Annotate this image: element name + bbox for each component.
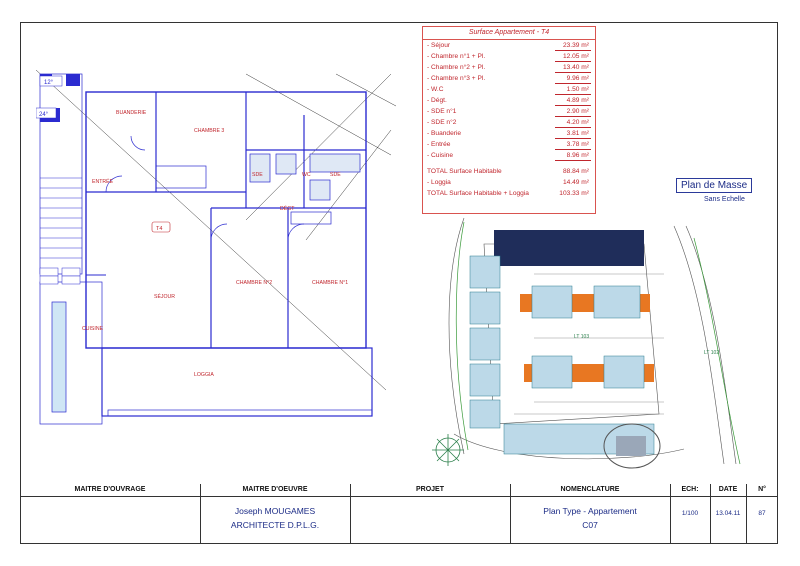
dim-label-1: 12° bbox=[44, 80, 54, 86]
surface-row-label: - Chambre n°3 + Pl. bbox=[427, 75, 486, 82]
surface-total-row: - Loggia 14.49 m² bbox=[423, 177, 595, 188]
surface-row: - W.C 1.50 m² bbox=[423, 84, 595, 95]
surface-row: - SDE n°2 4.20 m² bbox=[423, 117, 595, 128]
header-ech: ECH: bbox=[670, 484, 710, 497]
surface-row: - Chambre n°1 + Pl. 12.05 m² bbox=[423, 51, 595, 62]
sheet-number: 87 bbox=[758, 510, 766, 517]
plan-name: Plan Type - Appartement bbox=[543, 506, 637, 516]
surface-row-label: - W.C bbox=[427, 86, 444, 93]
surface-total-value: 88.84 m² bbox=[562, 168, 589, 175]
surface-row-value: 2.90 m² bbox=[566, 108, 589, 115]
plan-code: C07 bbox=[582, 520, 598, 530]
surface-table-title: Surface Appartement - T4 bbox=[423, 27, 595, 40]
surface-total-row: TOTAL Surface Habitable + Loggia 103.33 m… bbox=[423, 188, 595, 199]
header-maitre-ouvrage: MAITRE D'OUVRAGE bbox=[20, 484, 200, 497]
surface-row: - Cuisine 8.96 m² bbox=[423, 150, 595, 161]
surface-row: - SDE n°1 2.90 m² bbox=[423, 106, 595, 117]
surface-row-label: - Dégt. bbox=[427, 97, 447, 104]
surface-total-value: 103.33 m² bbox=[559, 190, 589, 197]
surface-total-value: 14.49 m² bbox=[562, 179, 589, 186]
plan-de-masse-subtitle: Sans Echelle bbox=[704, 196, 745, 203]
surface-row-value: 3.81 m² bbox=[566, 130, 589, 137]
surface-row: - Chambre n°3 + Pl. 9.96 m² bbox=[423, 73, 595, 84]
surface-total-label: - Loggia bbox=[427, 179, 451, 186]
surface-row-label: - Buanderie bbox=[427, 130, 462, 137]
surface-table: Surface Appartement - T4 - Séjour 23.39 m… bbox=[422, 26, 596, 214]
site-label-lt103: LT 103 bbox=[574, 334, 589, 340]
plan-de-masse-title: Plan de Masse bbox=[676, 178, 753, 193]
surface-row: - Buanderie 3.81 m² bbox=[423, 128, 595, 139]
unit-label-t4: T4 bbox=[156, 226, 162, 232]
room-chambre2: CHAMBRE N°2 bbox=[236, 280, 272, 286]
surface-row-label: - Entrée bbox=[427, 141, 451, 148]
surface-row-value: 3.78 m² bbox=[566, 141, 589, 148]
room-entree: ENTRÉE bbox=[92, 178, 114, 185]
architect-name: Joseph MOUGAMES bbox=[234, 506, 316, 516]
room-degt: DÉGT bbox=[280, 205, 295, 212]
room-sde1: SDE bbox=[252, 172, 263, 178]
surface-row: - Dégt. 4.89 m² bbox=[423, 95, 595, 106]
surface-row-label: - SDE n°1 bbox=[427, 108, 457, 115]
surface-row-label: - Séjour bbox=[427, 42, 451, 49]
surface-row-value: 13.40 m² bbox=[562, 64, 589, 71]
surface-row-label: - Chambre n°1 + Pl. bbox=[427, 53, 486, 60]
room-wc: WC bbox=[302, 172, 311, 178]
floor-plan: 12° 24° BUANDERIE CHAMBRE 3 SDE WC SDE E… bbox=[36, 70, 397, 425]
surface-row-label: - Cuisine bbox=[427, 152, 454, 159]
site-plan: LT 103 LT 102 bbox=[432, 217, 741, 469]
surface-row-value: 4.89 m² bbox=[566, 97, 589, 104]
date-value: 13.04.11 bbox=[715, 510, 741, 517]
surface-row-value: 1.50 m² bbox=[566, 86, 589, 93]
surface-total-label: TOTAL Surface Habitable bbox=[427, 168, 502, 175]
surface-row-label: - Chambre n°2 + Pl. bbox=[427, 64, 486, 71]
header-date: DATE bbox=[710, 484, 746, 497]
surface-row: - Entrée 3.78 m² bbox=[423, 139, 595, 150]
title-block: MAITRE D'OUVRAGE MAITRE D'OEUVRE PROJET … bbox=[20, 484, 778, 544]
surface-row-value: 12.05 m² bbox=[562, 53, 589, 60]
header-projet: PROJET bbox=[350, 484, 510, 497]
surface-total-label: TOTAL Surface Habitable + Loggia bbox=[427, 190, 529, 197]
dim-label-2: 24° bbox=[39, 112, 49, 118]
surface-total-row: TOTAL Surface Habitable 88.84 m² bbox=[423, 166, 595, 177]
architect-title: ARCHITECTE D.P.L.G. bbox=[230, 520, 320, 530]
header-number: N° bbox=[746, 484, 778, 497]
room-buanderie: BUANDERIE bbox=[116, 110, 147, 116]
surface-row: - Chambre n°2 + Pl. 13.40 m² bbox=[423, 62, 595, 73]
room-cuisine: CUISINE bbox=[82, 326, 104, 332]
sheet-frame bbox=[20, 22, 778, 544]
surface-row: - Séjour 23.39 m² bbox=[423, 40, 595, 51]
surface-row-value: 23.39 m² bbox=[562, 42, 589, 49]
room-chambre1: CHAMBRE N°1 bbox=[312, 280, 348, 286]
surface-row-value: 8.96 m² bbox=[566, 152, 589, 159]
room-loggia: LOGGIA bbox=[194, 372, 214, 378]
surface-row-value: 4.20 m² bbox=[566, 119, 589, 126]
surface-row-value: 9.96 m² bbox=[566, 75, 589, 82]
header-maitre-oeuvre: MAITRE D'OEUVRE bbox=[200, 484, 350, 497]
header-nomenclature: NOMENCLATURE bbox=[510, 484, 670, 497]
surface-row-label: - SDE n°2 bbox=[427, 119, 457, 126]
room-sejour: SÉJOUR bbox=[154, 293, 175, 300]
scale-value: 1/100 bbox=[681, 510, 699, 517]
room-chambre3: CHAMBRE 3 bbox=[194, 128, 224, 134]
site-label-lt102: LT 102 bbox=[704, 350, 719, 356]
room-sde2: SDE bbox=[330, 172, 341, 178]
